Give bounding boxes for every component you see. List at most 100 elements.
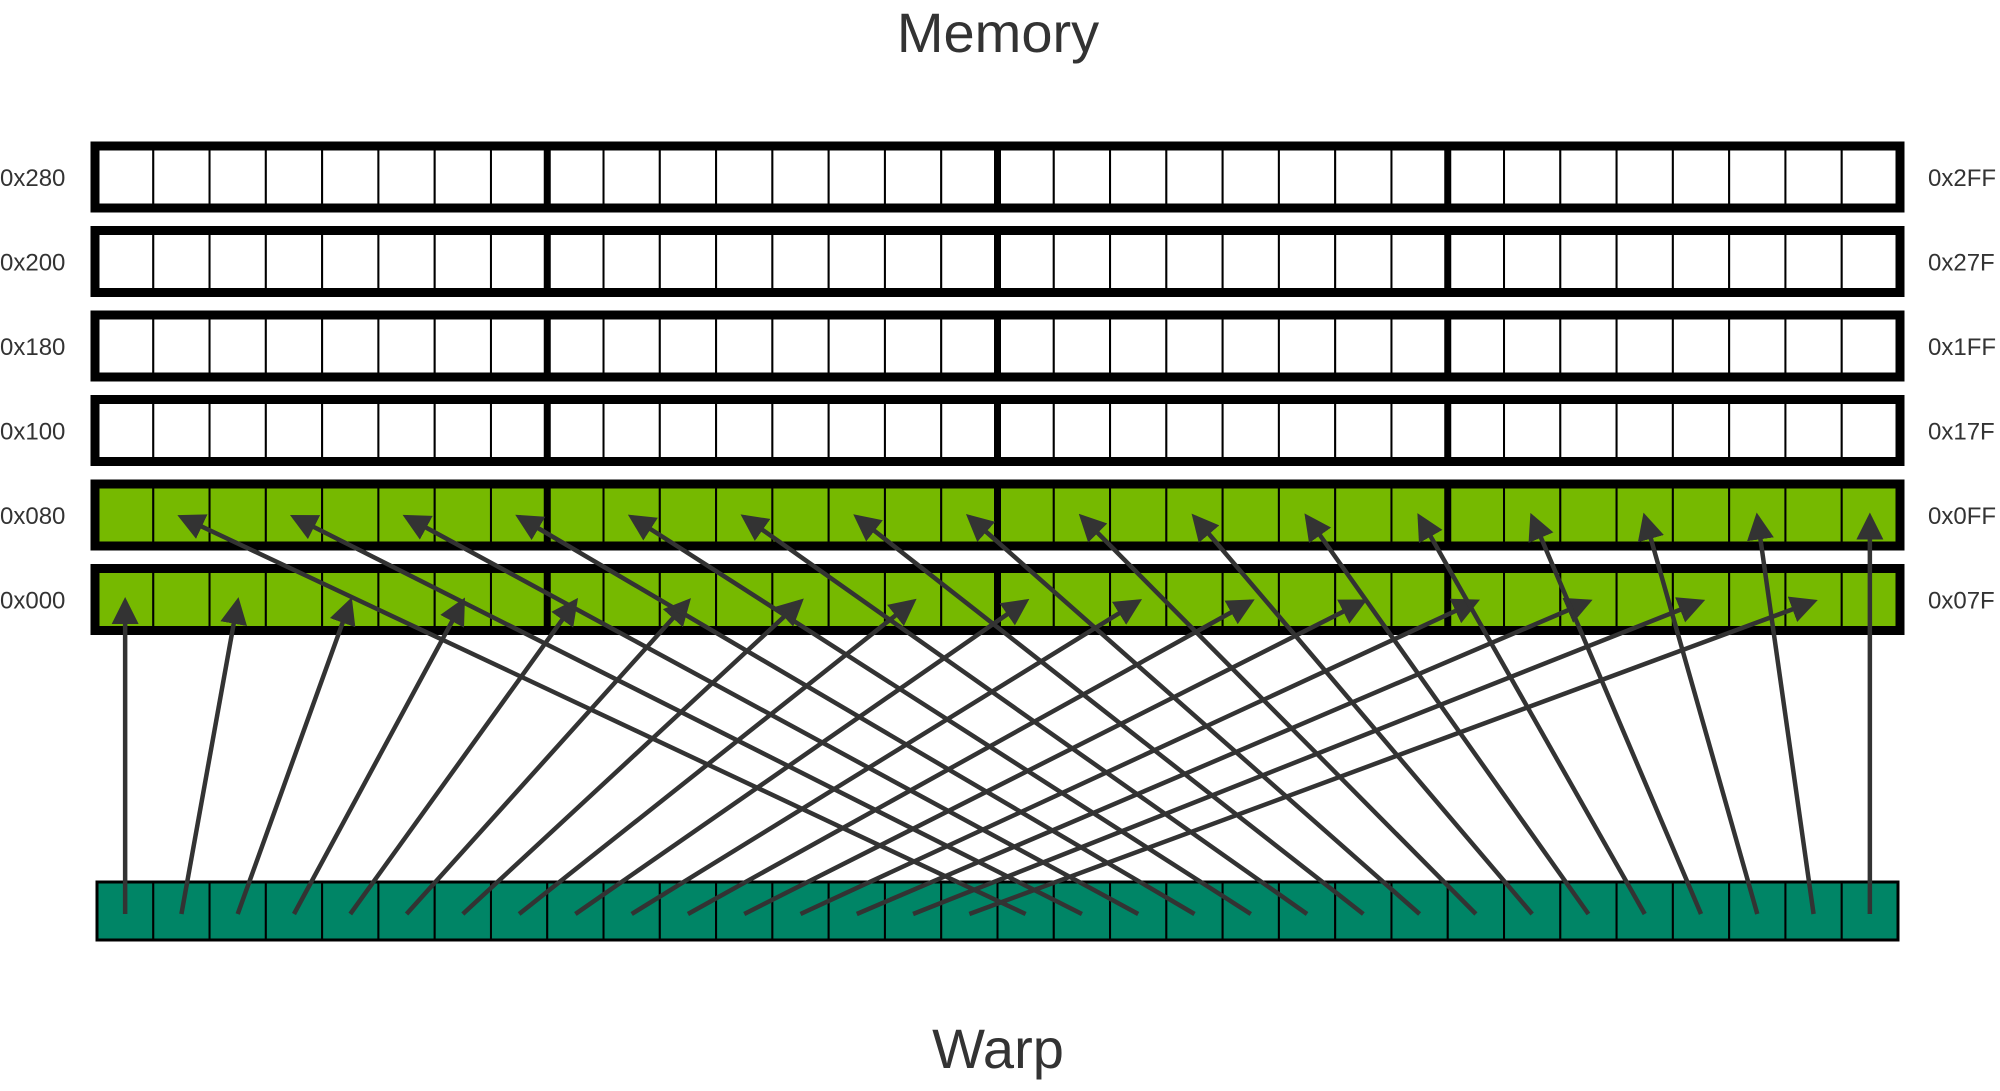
memory-cell xyxy=(1390,147,1449,207)
row-end-address: 0x17F xyxy=(1928,419,1995,446)
memory-cell xyxy=(1221,231,1280,292)
memory-cell xyxy=(827,569,886,630)
arrow-icon xyxy=(461,598,804,916)
memory-cell xyxy=(883,147,943,207)
memory-cell xyxy=(1784,485,1843,545)
warp-thread-cell xyxy=(602,881,661,941)
warp-thread-cell xyxy=(1334,881,1393,941)
memory-cell xyxy=(1503,231,1562,292)
memory-cell xyxy=(1277,485,1337,545)
arrow-icon xyxy=(1191,513,1534,916)
warp-thread-cell xyxy=(1277,881,1337,941)
access-arrows xyxy=(111,512,1884,917)
memory-cell xyxy=(1784,400,1843,461)
memory-cell xyxy=(1277,400,1337,461)
arrow-icon xyxy=(235,597,356,915)
memory-cell xyxy=(1277,231,1337,292)
arrow-icon xyxy=(1747,512,1816,915)
memory-cell xyxy=(208,316,267,376)
memory-cell xyxy=(1728,316,1787,376)
memory-cell xyxy=(152,485,211,545)
memory-cell xyxy=(377,316,436,376)
memory-cell xyxy=(152,400,211,461)
arrow-icon xyxy=(968,596,1818,917)
memory-cell xyxy=(715,316,774,376)
memory-cell xyxy=(377,400,436,461)
memory-cell xyxy=(1559,400,1618,461)
memory-cell xyxy=(489,316,549,376)
memory-cell xyxy=(1052,147,1112,207)
memory-cell xyxy=(658,316,718,376)
memory-cell xyxy=(602,231,661,292)
memory-cell xyxy=(1334,400,1393,461)
memory-cell xyxy=(1728,485,1787,545)
warp-thread-cell xyxy=(715,881,774,941)
memory-cell xyxy=(1446,231,1506,292)
memory-cell xyxy=(1671,569,1731,630)
row-end-address: 0x1FF xyxy=(1928,334,1996,361)
memory-cell xyxy=(658,485,718,545)
memory-cell xyxy=(1671,147,1731,207)
memory-cell xyxy=(1559,316,1618,376)
memory-cell xyxy=(152,569,211,630)
memory-cell xyxy=(996,316,1055,376)
memory-cell xyxy=(658,400,718,461)
memory-cell xyxy=(1277,147,1337,207)
memory-cell xyxy=(996,569,1055,630)
memory-cell xyxy=(996,231,1055,292)
memory-cell xyxy=(1165,231,1224,292)
memory-cell xyxy=(208,147,267,207)
memory-cell xyxy=(1109,147,1168,207)
memory-cell xyxy=(1446,316,1506,376)
memory-cell xyxy=(96,400,155,461)
arrow-icon xyxy=(1417,513,1647,916)
memory-cell xyxy=(377,569,436,630)
memory-cell xyxy=(546,147,605,207)
memory-cell xyxy=(1446,485,1506,545)
memory-cell xyxy=(1334,485,1393,545)
memory-cell xyxy=(1109,569,1168,630)
memory-cell xyxy=(1615,231,1674,292)
memory-cell xyxy=(1334,316,1393,376)
memory-cell xyxy=(940,147,999,207)
memory-cell xyxy=(321,400,380,461)
memory-cell xyxy=(715,147,774,207)
memory-cell xyxy=(1334,147,1393,207)
memory-cell xyxy=(940,316,999,376)
memory-cell xyxy=(152,316,211,376)
memory-cell xyxy=(1840,231,1899,292)
memory-cell xyxy=(152,147,211,207)
row-end-address: 0x2FF xyxy=(1928,165,1996,192)
memory-cell xyxy=(208,569,267,630)
memory-cell xyxy=(658,231,718,292)
memory-row-border xyxy=(90,395,1905,466)
memory-row-border xyxy=(90,310,1905,382)
memory-cell xyxy=(658,569,718,630)
memory-cell xyxy=(1503,316,1562,376)
arrow-icon xyxy=(177,514,1027,917)
memory-cell xyxy=(1840,400,1899,461)
memory-cell xyxy=(433,231,492,292)
memory-cell xyxy=(1728,147,1787,207)
memory-cell xyxy=(1221,485,1280,545)
memory-cell xyxy=(489,485,549,545)
warp-thread-cell xyxy=(489,881,549,941)
memory-row-border xyxy=(90,141,1905,213)
memory-cell xyxy=(264,400,324,461)
memory-cell xyxy=(1446,147,1506,207)
memory-cell xyxy=(883,400,943,461)
memory-cell xyxy=(1109,485,1168,545)
memory-cell xyxy=(883,231,943,292)
memory-cell xyxy=(96,485,155,545)
memory-cell xyxy=(1109,400,1168,461)
memory-cell xyxy=(1728,400,1787,461)
memory-cell xyxy=(1277,316,1337,376)
row-start-address: 0x000 xyxy=(0,588,65,615)
memory-cell xyxy=(264,316,324,376)
arrow-icon xyxy=(630,599,1143,916)
memory-cell xyxy=(1503,400,1562,461)
